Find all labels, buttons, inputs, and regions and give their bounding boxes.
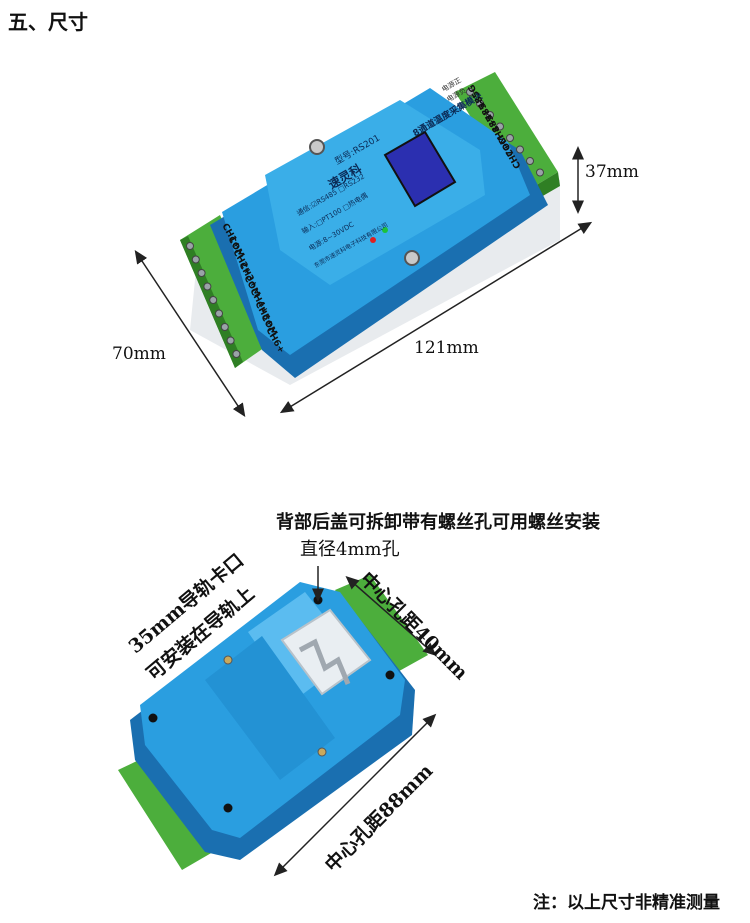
dim-line-40mm xyxy=(345,576,437,656)
screw-top xyxy=(309,139,325,155)
terminal-screw xyxy=(220,323,229,331)
terminal-screw xyxy=(226,336,235,345)
hole-diameter-note: 直径4mm孔 xyxy=(300,539,400,560)
back-cover-note: 背部后盖可拆卸带有螺丝孔可用螺丝安装 xyxy=(276,512,600,533)
section-title: 五、尺寸 xyxy=(8,10,88,34)
screw-back-1 xyxy=(223,655,233,665)
terminal-screw xyxy=(203,282,212,291)
dim-height-label: 37mm xyxy=(585,162,639,182)
dim-line-length xyxy=(279,221,593,414)
dim-line-width xyxy=(134,249,246,418)
mount-hole-4 xyxy=(223,803,233,813)
terminal-screw xyxy=(232,350,241,358)
terminal-screw xyxy=(186,242,194,250)
dim-width-label: 70mm xyxy=(112,344,166,364)
mount-hole-1 xyxy=(313,595,323,605)
terminal-screw xyxy=(197,269,206,277)
terminal-screw xyxy=(526,157,534,165)
screw-back-2 xyxy=(317,747,327,757)
mount-hole-3 xyxy=(148,713,158,723)
terminal-screw xyxy=(191,255,200,264)
footer-note: 注：以上尺寸非精准测量 xyxy=(533,893,720,913)
terminal-screw xyxy=(209,296,218,304)
lcd-screen xyxy=(383,130,457,208)
rail-clip-spring xyxy=(298,638,351,685)
terminal-screw xyxy=(476,99,484,108)
terminal-screw xyxy=(496,122,504,131)
terminal-screw xyxy=(506,134,514,142)
rail-clip-latch xyxy=(280,608,372,696)
terminal-screws-right xyxy=(466,88,544,177)
terminal-screw xyxy=(486,111,494,119)
terminal-screw xyxy=(516,145,524,154)
mount-hole-2 xyxy=(385,670,395,680)
dim-length-label: 121mm xyxy=(414,338,479,358)
terminal-screw xyxy=(536,168,544,177)
screw-bottom xyxy=(404,250,420,266)
dim-line-88mm xyxy=(273,713,437,877)
terminal-screw xyxy=(466,88,474,96)
terminal-screw xyxy=(215,309,223,318)
